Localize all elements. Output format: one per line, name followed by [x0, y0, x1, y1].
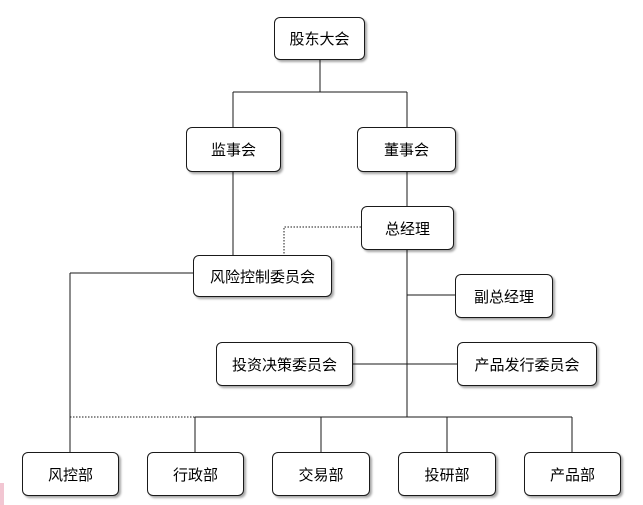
node-investment-committee: 投资决策委员会	[216, 342, 353, 386]
node-dept-research: 投研部	[398, 452, 496, 496]
edge-highlight-mark	[0, 483, 4, 505]
node-supervisory-board: 监事会	[186, 127, 281, 172]
connector-gm-to-risk-dotted	[283, 226, 361, 255]
node-dept-trading: 交易部	[272, 452, 370, 496]
node-dept-administration: 行政部	[147, 452, 244, 496]
node-shareholders-meeting: 股东大会	[274, 17, 365, 60]
node-general-manager: 总经理	[361, 206, 454, 250]
node-board-of-directors: 董事会	[357, 127, 456, 172]
node-product-issuance-committee: 产品发行委员会	[457, 342, 597, 386]
node-dept-product: 产品部	[524, 452, 621, 496]
node-deputy-general-manager: 副总经理	[455, 274, 553, 318]
node-dept-risk-control: 风控部	[22, 452, 119, 496]
node-risk-control-committee: 风险控制委员会	[193, 255, 332, 297]
